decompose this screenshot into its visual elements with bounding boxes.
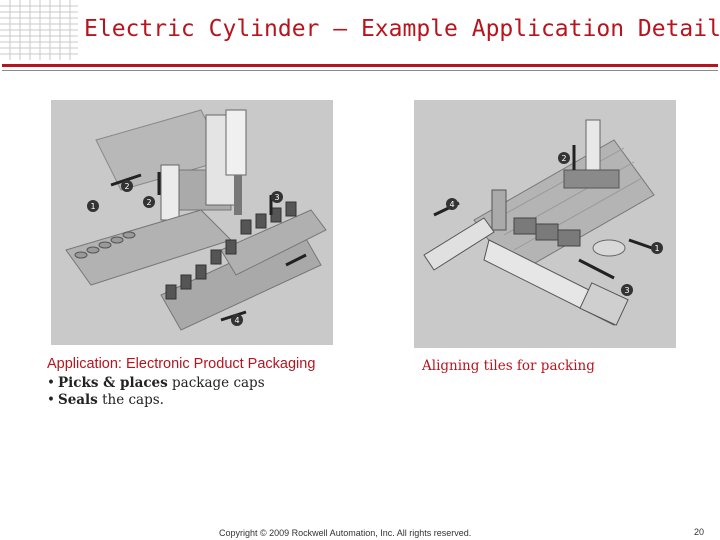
bullet-dot-icon: • bbox=[47, 392, 55, 408]
corner-grid-decoration bbox=[0, 0, 78, 60]
diagram-label: 4 bbox=[449, 200, 454, 209]
diagram-label: 1 bbox=[654, 244, 659, 253]
packaging-line-image: 1 2 2 3 4 bbox=[51, 100, 333, 345]
bullet-text: the caps. bbox=[97, 392, 164, 408]
diagram-label: 3 bbox=[274, 193, 279, 202]
bullet-text: package caps bbox=[167, 375, 265, 391]
application-bullets: •Picks & places package caps •Seals the … bbox=[47, 375, 407, 408]
title-rule-red bbox=[2, 64, 718, 67]
diagram-label: 2 bbox=[561, 154, 566, 163]
diagram-label: 2 bbox=[146, 198, 151, 207]
bullet-item: •Seals the caps. bbox=[47, 392, 407, 408]
application-heading: Application: Electronic Product Packagin… bbox=[47, 356, 316, 372]
page-number: 20 bbox=[694, 527, 705, 537]
slide-title: Electric Cylinder – Example Application … bbox=[84, 16, 720, 42]
title-rule-gray bbox=[2, 70, 718, 71]
bullet-bold-text: Seals bbox=[57, 392, 98, 408]
tile-alignment-image: 1 2 3 4 bbox=[414, 100, 676, 348]
bullet-item: •Picks & places package caps bbox=[47, 375, 407, 391]
bullet-bold-text: Picks & places bbox=[57, 375, 168, 391]
copyright-footer: Copyright © 2009 Rockwell Automation, In… bbox=[219, 528, 472, 538]
bullet-dot-icon: • bbox=[47, 375, 55, 391]
diagram-label: 2 bbox=[124, 182, 129, 191]
left-caption: Application: Electronic Product Packagin… bbox=[47, 356, 407, 409]
label-badges bbox=[87, 180, 283, 326]
diagram-label: 4 bbox=[234, 316, 239, 325]
diagram-label: 1 bbox=[90, 202, 95, 211]
right-caption: Aligning tiles for packing bbox=[422, 358, 595, 374]
diagram-label: 3 bbox=[624, 286, 629, 295]
